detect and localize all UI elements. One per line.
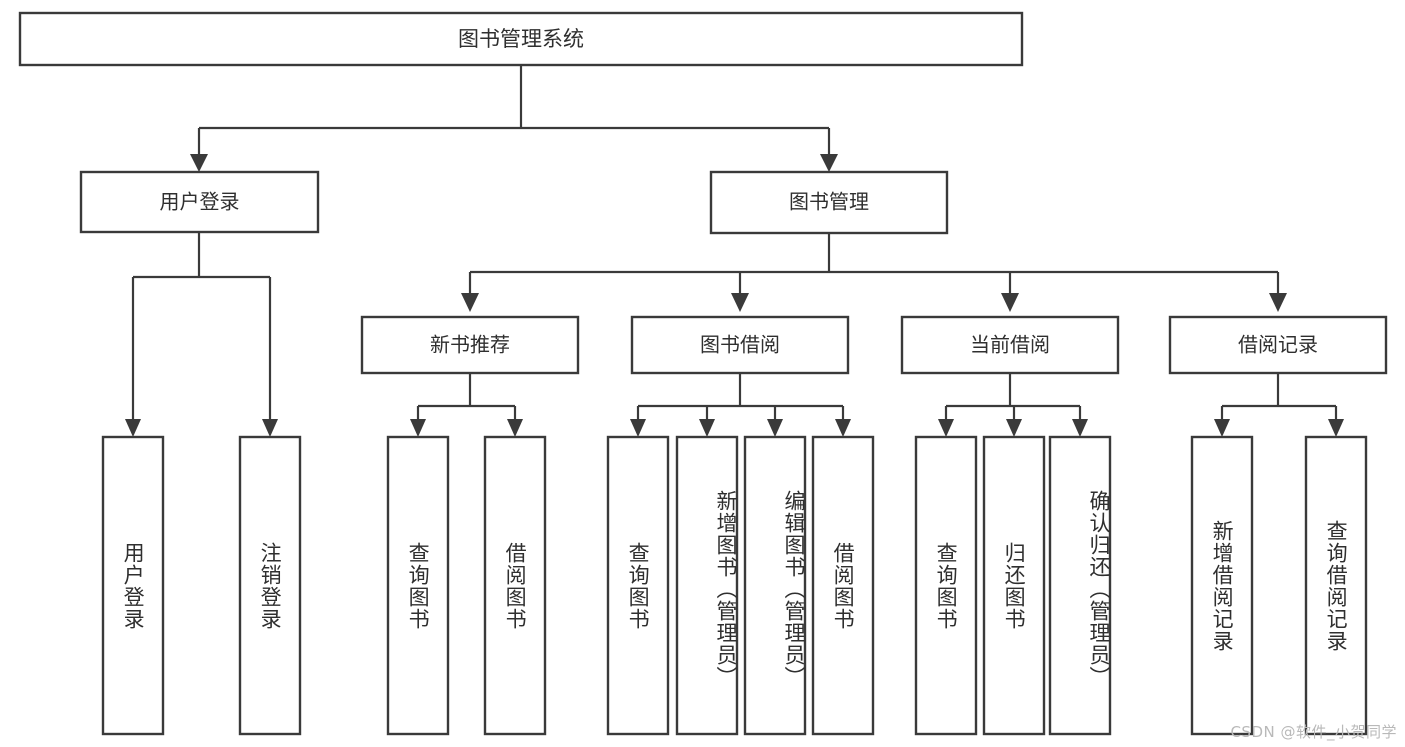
node-book-borrow[interactable] <box>630 315 850 375</box>
arrowhead-bb-leaf3 <box>767 419 783 437</box>
arrowhead-bb-leaf4 <box>835 419 851 437</box>
node-group: 图书管理系统 用户登录 图书管理 新书推荐 图书借阅 当前借阅 借阅记录 <box>18 11 1388 736</box>
leaf-box-br-query-record[interactable] <box>1304 435 1368 736</box>
leaf-box-user-login-logout[interactable] <box>238 435 302 736</box>
node-new-book-recommend-label: 新书推荐 <box>430 333 510 357</box>
leaf-box-cb-return-book[interactable] <box>982 435 1046 736</box>
leaf-box-br-add-record[interactable] <box>1190 435 1254 736</box>
arrowhead-cb-leaf2 <box>1006 419 1022 437</box>
arrowhead-new-book <box>461 293 479 312</box>
node-book-management[interactable] <box>709 170 949 235</box>
leaf-box-bb-add-book[interactable] <box>675 435 739 736</box>
leaf-box-bb-edit-book[interactable] <box>743 435 807 736</box>
leaf-box-cb-confirm-return[interactable] <box>1048 435 1112 736</box>
node-borrow-record-label: 借阅记录 <box>1238 333 1318 357</box>
arrowhead-bb-leaf1 <box>630 419 646 437</box>
node-user-login-label: 用户登录 <box>160 190 240 214</box>
leaf-box-cb-query-book[interactable] <box>914 435 978 736</box>
csdn-watermark: CSDN @软件_小贺同学 <box>1230 723 1397 741</box>
connector-group <box>125 65 1344 437</box>
node-current-borrow[interactable] <box>900 315 1120 375</box>
arrowhead-book-borrow <box>731 293 749 312</box>
node-current-borrow-label: 当前借阅 <box>970 333 1050 357</box>
arrowhead-br-leaf2 <box>1328 419 1344 437</box>
node-root-label: 图书管理系统 <box>458 27 584 51</box>
arrowhead-nb-leaf2 <box>507 419 523 437</box>
arrowhead-br-leaf1 <box>1214 419 1230 437</box>
arrowhead-leaf-user-login <box>125 419 141 437</box>
leaf-box-bb-query-book[interactable] <box>606 435 670 736</box>
arrowhead-book-manage <box>820 154 838 172</box>
arrowhead-borrow-record <box>1269 293 1287 312</box>
arrowhead-cb-leaf1 <box>938 419 954 437</box>
node-user-login[interactable] <box>79 170 320 234</box>
node-book-borrow-label: 图书借阅 <box>700 333 780 357</box>
node-root-book-management-system[interactable] <box>18 11 1024 67</box>
arrowhead-current-borrow <box>1001 293 1019 312</box>
leaf-box-nb-borrow-book[interactable] <box>483 435 547 736</box>
node-borrow-record[interactable] <box>1168 315 1388 375</box>
arrowhead-user-login <box>190 154 208 172</box>
leaf-box-bb-borrow-book[interactable] <box>811 435 875 736</box>
node-book-management-label: 图书管理 <box>789 190 869 214</box>
leaf-box-user-login-login[interactable] <box>101 435 165 736</box>
arrowhead-nb-leaf1 <box>410 419 426 437</box>
leaf-box-nb-query-book[interactable] <box>386 435 450 736</box>
node-new-book-recommend[interactable] <box>360 315 580 375</box>
arrowhead-leaf-logout <box>262 419 278 437</box>
arrowhead-cb-leaf3 <box>1072 419 1088 437</box>
arrowhead-bb-leaf2 <box>699 419 715 437</box>
